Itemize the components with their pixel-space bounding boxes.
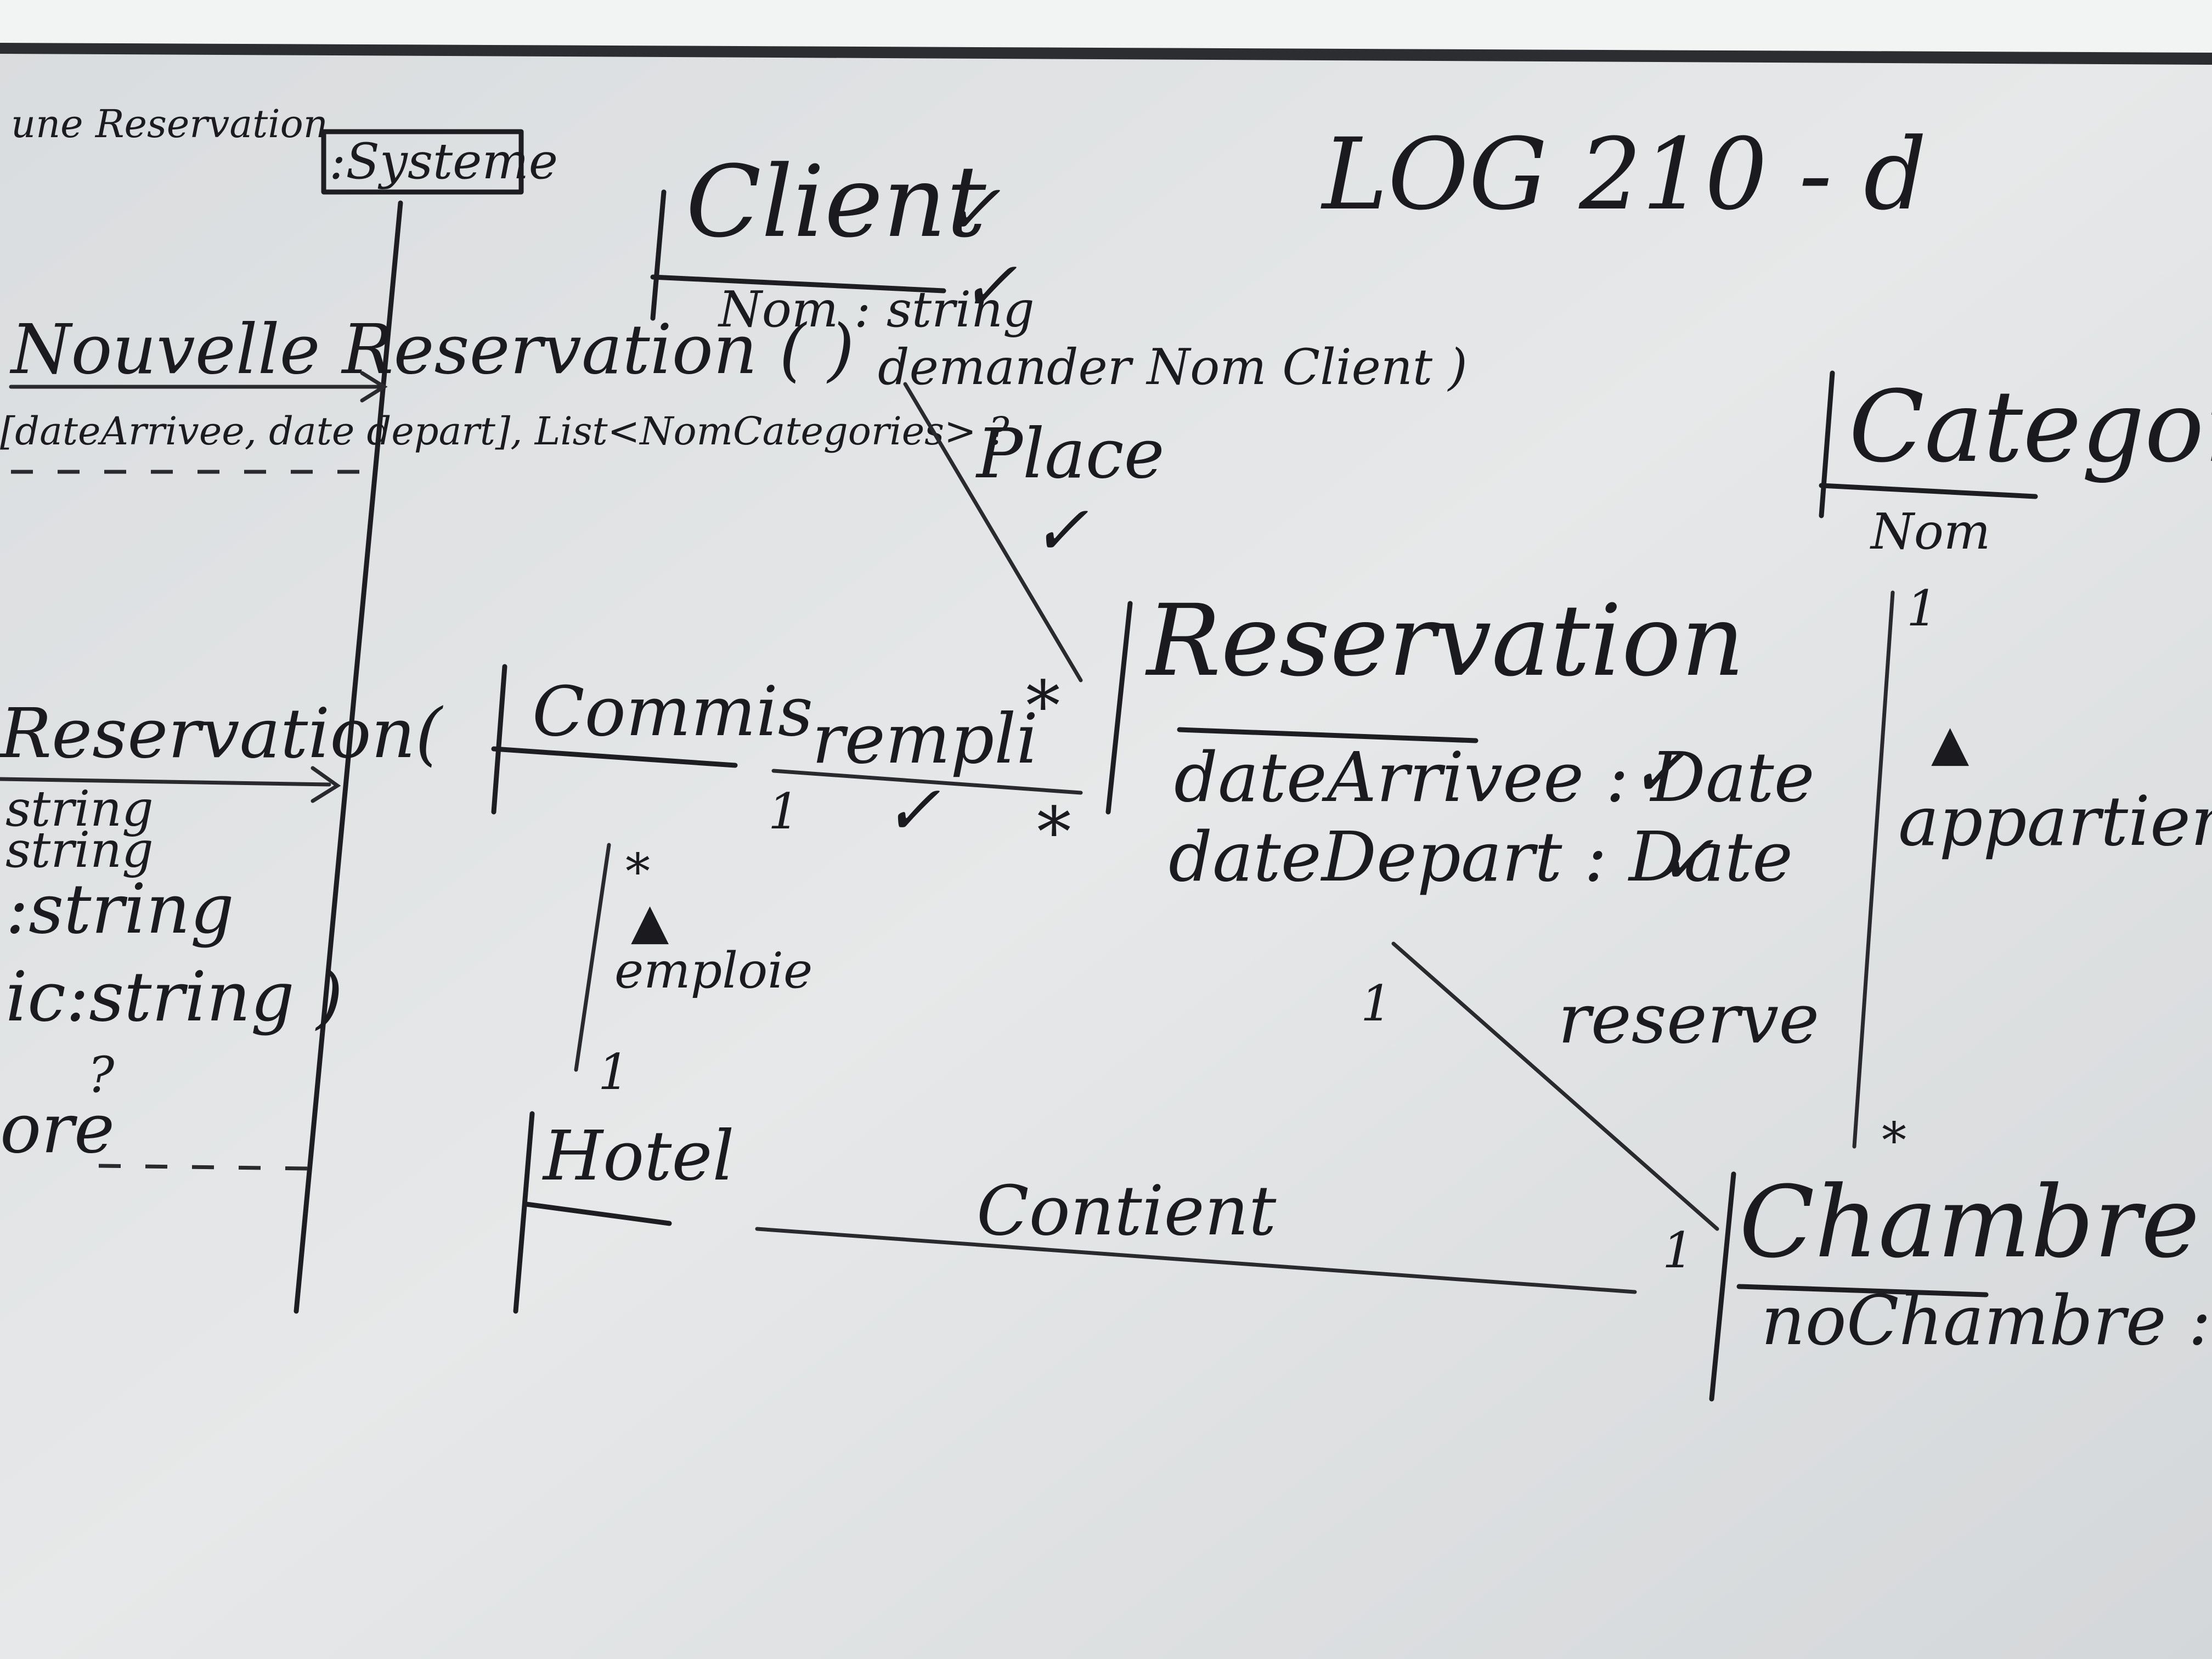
system-lifeline-label: :Systeme — [329, 133, 558, 190]
assoc-emploie-direction: ▲ — [631, 893, 669, 950]
msg-return-list: [dateArrivee, date depart], List<NomCate… — [0, 409, 1009, 454]
categorie-class-bar — [1819, 370, 1835, 518]
seq-question-mark: ? — [88, 1046, 115, 1104]
assoc-place-label: Place — [975, 414, 1165, 494]
assoc-appartenance-mult-many: * — [1882, 1112, 1906, 1170]
assoc-rempli-mult-many: * — [1037, 793, 1071, 872]
msg1-arrowhead — [360, 371, 388, 403]
commis-class-name: Commis — [532, 672, 813, 752]
commis-divider — [491, 746, 738, 768]
reservation-attribute-1: dateArrivee : Date — [1174, 738, 1815, 817]
client-check: ✓ — [944, 170, 1001, 250]
assoc-emploie-label: emploie — [614, 942, 812, 1000]
reservation-divider — [1177, 727, 1479, 743]
hotel-class-bar — [513, 1111, 535, 1314]
assoc-rempli-mult-one: 1 — [768, 783, 799, 840]
reservation-class-bar — [1105, 601, 1133, 815]
assoc-appartenance-line — [1852, 590, 1895, 1149]
assoc-contient-mult: 1 — [1662, 1222, 1694, 1279]
assoc-emploie-mult-one: 1 — [598, 1043, 629, 1101]
param-3: :string — [5, 870, 234, 949]
reservation-attr2-check: ✓ — [1657, 820, 1714, 900]
reservation-attribute-2: dateDepart : Date — [1169, 817, 1793, 897]
chambre-divider — [1736, 1284, 1989, 1297]
param-4: ic:string ) — [5, 957, 343, 1037]
wall-above-board — [0, 0, 2212, 52]
demander-nom-client: demander Nom Client ) — [878, 338, 1468, 396]
hotel-divider — [524, 1201, 672, 1226]
msg-reservation-call: Reservation( — [0, 694, 443, 774]
param-1: string — [5, 780, 154, 838]
board-frame — [0, 43, 2212, 65]
assoc-contient-label: Contient — [977, 1171, 1277, 1251]
reservation-class-name: Reservation — [1145, 584, 1745, 698]
board-title: LOG 210 - d — [1321, 117, 1927, 232]
assoc-appartenance-direction: ▲ — [1931, 714, 1969, 772]
assoc-emploie-line — [574, 843, 611, 1072]
assoc-rempli-check: ✓ — [883, 771, 941, 850]
hotel-class-name: Hotel — [542, 1116, 734, 1196]
return-dashed-line — [98, 1164, 308, 1171]
assoc-appartenance-mult-one: 1 — [1906, 580, 1938, 637]
reservation-attr1-check: ✓ — [1629, 732, 1687, 812]
assoc-emploie-mult-many: * — [625, 843, 650, 901]
param-2: string — [5, 821, 154, 879]
assoc-rempli-line — [771, 769, 1083, 795]
client-attribute: Nom : string — [718, 281, 1035, 338]
chambre-class-bar — [1709, 1171, 1736, 1402]
msg-nouvelle-reservation: Nouvelle Reservation ( ) — [9, 310, 854, 390]
assoc-place-check: ✓ — [1031, 491, 1089, 571]
assoc-place-multiplicity: * — [1026, 667, 1060, 746]
assoc-appartenance-label: appartienment — [1898, 782, 2212, 861]
categorie-divider — [1819, 483, 2038, 499]
chambre-class-name: Chambre — [1739, 1165, 2199, 1280]
system-lifeline-box — [321, 129, 524, 195]
seq-heading: une Reservation — [11, 101, 328, 146]
assoc-reserve-mult: 1 — [1361, 975, 1392, 1032]
assoc-reserve-label: reserve — [1558, 979, 1819, 1059]
chambre-attribute: noChambre : string — [1761, 1281, 2212, 1361]
client-class-bar — [650, 189, 667, 321]
assoc-rempli-label: rempli — [812, 699, 1038, 779]
assoc-contient-line — [755, 1227, 1637, 1294]
msg3-arrow-line — [0, 777, 331, 787]
client-attr-check: ✓ — [960, 247, 1018, 326]
commis-class-bar — [491, 664, 507, 815]
categorie-attribute: Nom — [1870, 503, 1990, 561]
assoc-reserve-line — [1391, 941, 1719, 1231]
assoc-place-line — [903, 382, 1083, 682]
msg3-arrowhead — [311, 766, 341, 803]
categorie-class-name: Categorie — [1849, 370, 2212, 484]
client-class-name: Client — [686, 145, 986, 259]
client-divider — [650, 274, 946, 294]
return-fragment: ore — [0, 1089, 115, 1169]
